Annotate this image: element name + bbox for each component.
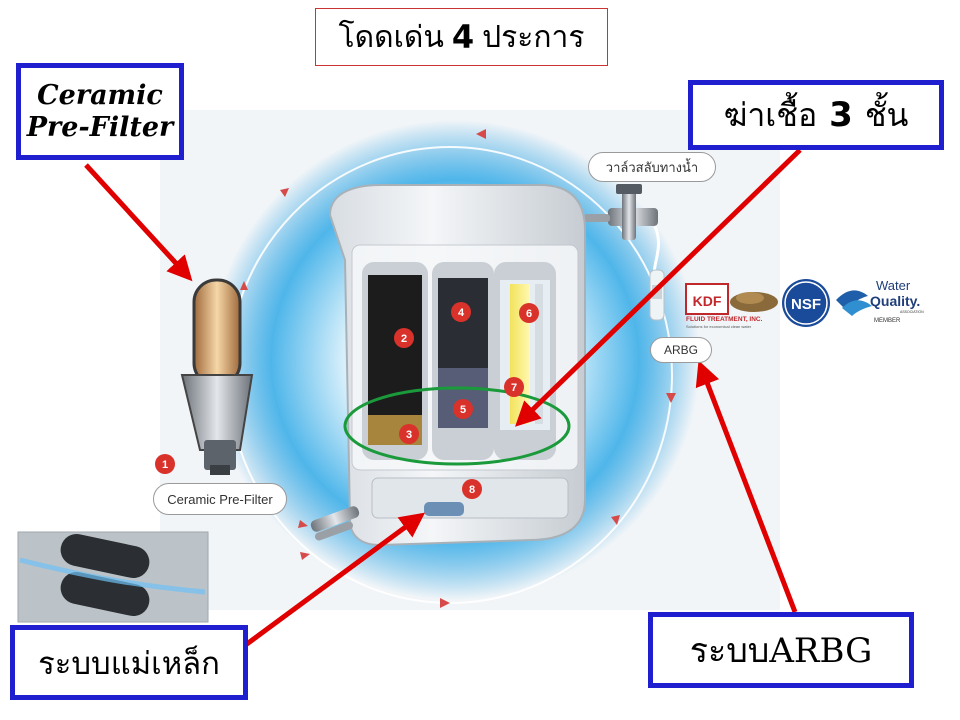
flow-arrow xyxy=(300,552,310,560)
flow-arrow xyxy=(476,129,486,139)
filter-marker-2-label: 2 xyxy=(401,333,407,345)
purifier-unit xyxy=(328,184,586,547)
filter-marker-5-label: 5 xyxy=(460,404,466,416)
svg-text:FLUID TREATMENT, INC.: FLUID TREATMENT, INC. xyxy=(686,316,763,323)
kdf-logo: KDF FLUID TREATMENT, INC. Solutions for … xyxy=(685,283,778,329)
arbg-callout: ระบบARBG xyxy=(648,612,914,688)
sterilize-number: 3 xyxy=(829,95,853,135)
sterilize-prefix: ฆ่าเชื้อ xyxy=(723,95,818,134)
filter-marker-5 xyxy=(453,399,473,419)
water-valve-label: วาล์วสลับทางน้ำ xyxy=(588,152,716,182)
svg-text:MEMBER: MEMBER xyxy=(874,318,901,324)
arbg-label: ARBG xyxy=(650,337,712,363)
filter-marker-2 xyxy=(394,328,414,348)
filter-marker-6 xyxy=(519,303,539,323)
magnet-callout: ระบบแม่เหล็ก xyxy=(10,625,248,700)
magnet-callout-text: ระบบแม่เหล็ก xyxy=(38,645,220,682)
filter-marker-7 xyxy=(504,377,524,397)
title-number: 4 xyxy=(451,18,475,56)
svg-text:Water: Water xyxy=(876,278,911,293)
svg-text:Quality.: Quality. xyxy=(870,293,920,309)
sterilize-suffix: ชั้น xyxy=(864,95,909,134)
filter-marker-7-label: 7 xyxy=(511,382,517,394)
flow-arrow xyxy=(440,598,450,608)
nsf-logo: NSF xyxy=(782,279,830,327)
filter-marker-8 xyxy=(462,479,482,499)
filter-marker-1-label: 1 xyxy=(162,459,168,471)
page-title: โดดเด่น 4 ประการ xyxy=(315,8,608,66)
sterilize-highlight-ring xyxy=(343,386,571,466)
flow-arrow xyxy=(280,188,289,197)
filter-marker-8-label: 8 xyxy=(469,484,475,496)
magnet-inset xyxy=(17,531,209,623)
inlet-connector xyxy=(310,506,360,541)
filter-marker-4 xyxy=(451,302,471,322)
ceramic-prefilter xyxy=(180,278,254,475)
callout-arrows xyxy=(84,148,802,655)
filter-marker-3-label: 3 xyxy=(406,429,412,441)
filter-marker-4-label: 4 xyxy=(458,307,465,319)
filter-markers: 1 2 3 4 5 6 7 8 xyxy=(155,302,539,499)
svg-text:KDF: KDF xyxy=(693,293,722,309)
svg-text:Solutions for economical clean: Solutions for economical clean water xyxy=(686,324,752,329)
title-suffix: ประการ xyxy=(482,19,585,55)
filter-marker-3 xyxy=(399,424,419,444)
flow-arrow xyxy=(240,281,248,290)
arrow-to-magnet xyxy=(234,512,426,655)
filter-marker-6-label: 6 xyxy=(526,308,532,320)
ceramic-callout-line2: Pre-Filter xyxy=(26,111,174,143)
water-valve xyxy=(584,184,660,286)
arrow-to-ceramic-filter xyxy=(84,163,193,282)
title-prefix: โดดเด่น xyxy=(338,19,444,55)
water-quality-logo: Water Quality. ASSOCIATION MEMBER xyxy=(836,278,924,324)
flow-arrow xyxy=(298,520,308,528)
arrow-to-sterilize-stage xyxy=(515,148,802,427)
arrow-to-arbg xyxy=(695,360,798,613)
flow-arrow xyxy=(666,393,676,403)
filter-marker-1 xyxy=(155,454,175,474)
ceramic-callout: Ceramic Pre-Filter xyxy=(16,63,184,160)
svg-text:NSF: NSF xyxy=(791,296,821,313)
ceramic-callout-line1: Ceramic xyxy=(37,79,163,111)
svg-text:ASSOCIATION: ASSOCIATION xyxy=(900,310,924,314)
flow-arrow xyxy=(611,515,620,525)
ceramic-prefilter-label: Ceramic Pre-Filter xyxy=(153,483,287,515)
sterilize-callout: ฆ่าเชื้อ 3 ชั้น xyxy=(688,80,944,150)
flow-arrows xyxy=(240,129,676,608)
arbg-callout-text: ระบบARBG xyxy=(689,631,873,671)
